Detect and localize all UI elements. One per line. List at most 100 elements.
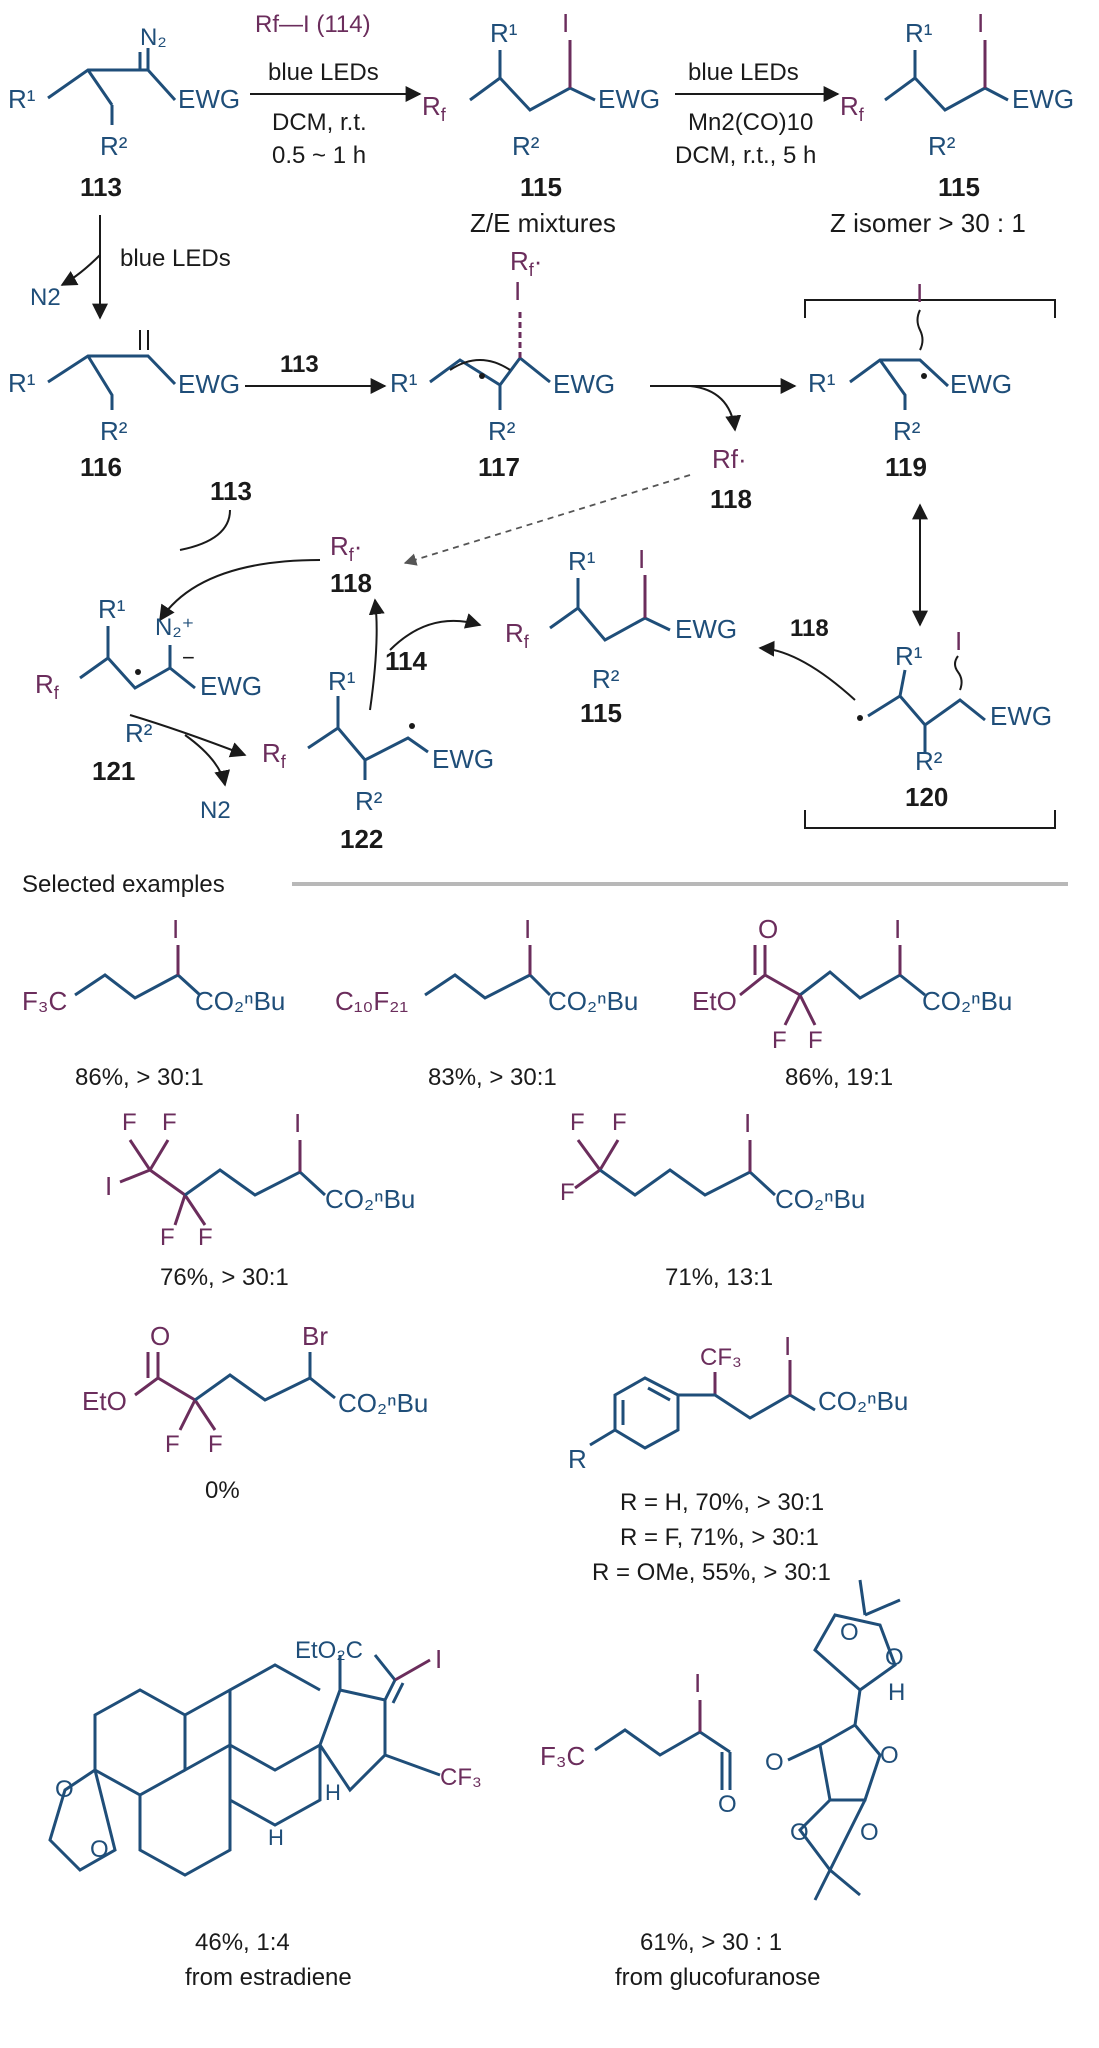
svg-text:CO₂ⁿBu: CO₂ⁿBu xyxy=(775,1184,865,1214)
svg-text:CO₂ⁿBu: CO₂ⁿBu xyxy=(338,1388,428,1418)
svg-text:Rf: Rf xyxy=(35,669,60,703)
svg-text:EWG: EWG xyxy=(553,369,615,399)
example-4: F F I F F I CO₂ⁿBu 76%, > 30:1 xyxy=(105,1108,415,1291)
svg-text:R¹: R¹ xyxy=(8,84,36,114)
compound-122: Rf R¹ EWG R² 122 xyxy=(262,666,494,854)
compound-119: R¹ I EWG R² 119 xyxy=(804,278,1056,482)
svg-text:I: I xyxy=(514,276,521,306)
svg-text:I: I xyxy=(294,1108,301,1138)
svg-text:EWG: EWG xyxy=(178,369,240,399)
compound-115-z: Rf R¹ I EWG R² 115 Z isomer > 30 : 1 xyxy=(830,8,1074,238)
svg-text:I: I xyxy=(955,626,962,656)
svg-text:O: O xyxy=(150,1321,170,1351)
svg-text:CO₂ⁿBu: CO₂ⁿBu xyxy=(195,986,285,1016)
svg-text:Rf·: Rf· xyxy=(510,246,542,280)
example-9-glucofuranose: F₃C I O O O H O O O O 61%, > 30 : 1 from… xyxy=(540,1579,905,1991)
svg-text:R¹: R¹ xyxy=(905,18,933,48)
compound-117: R¹ I Rf· EWG R² 117 xyxy=(390,246,615,482)
svg-text:I: I xyxy=(172,914,179,944)
svg-text:Rf: Rf xyxy=(505,618,530,652)
svg-text:Rf·: Rf· xyxy=(712,444,747,474)
svg-text:F: F xyxy=(160,1224,175,1251)
label-116: 116 xyxy=(80,452,122,482)
svg-text:EtO₂C: EtO₂C xyxy=(295,1637,363,1664)
cond1-line3: 0.5 ~ 1 h xyxy=(272,142,366,169)
svg-text:EWG: EWG xyxy=(950,369,1012,399)
svg-text:R²: R² xyxy=(512,131,540,161)
svg-text:R²: R² xyxy=(125,718,153,748)
result-6: 0% xyxy=(205,1477,240,1504)
svg-text:H: H xyxy=(888,1679,905,1706)
svg-text:R²: R² xyxy=(893,416,921,446)
svg-text:F: F xyxy=(560,1179,575,1206)
svg-text:I: I xyxy=(105,1171,112,1201)
svg-text:O: O xyxy=(880,1742,899,1769)
svg-text:R¹: R¹ xyxy=(390,368,418,398)
arrow-down-blue-leds: N2 blue LEDs xyxy=(30,215,231,320)
svg-text:F: F xyxy=(208,1431,223,1458)
svg-text:H: H xyxy=(325,1780,341,1805)
reagent-rfi: Rf—I (114) xyxy=(255,11,371,38)
examples-heading: Selected examples xyxy=(22,871,225,898)
label-118-b: 118 xyxy=(330,568,372,598)
svg-text:F: F xyxy=(198,1224,213,1251)
label-115b: 115 xyxy=(938,172,980,202)
label-118-a: 118 xyxy=(710,484,752,514)
example-3: EtO O F F I CO₂ⁿBu 86%, 19:1 xyxy=(692,914,1012,1091)
dashed-118-arrow xyxy=(403,474,691,566)
n2-loss-1: N2 xyxy=(30,284,61,311)
svg-text:EWG: EWG xyxy=(200,671,262,701)
svg-text:−: − xyxy=(182,645,195,670)
svg-text:F: F xyxy=(612,1109,627,1136)
source-9: from glucofuranose xyxy=(615,1964,820,1991)
blue-leds-label: blue LEDs xyxy=(120,245,231,272)
svg-text:O: O xyxy=(790,1819,809,1846)
svg-text:O: O xyxy=(840,1619,859,1646)
svg-text:CO₂ⁿBu: CO₂ⁿBu xyxy=(818,1386,908,1416)
result-3: 86%, 19:1 xyxy=(785,1064,893,1091)
label-120: 120 xyxy=(905,782,948,812)
svg-text:R¹: R¹ xyxy=(490,18,518,48)
svg-text:O: O xyxy=(885,1644,904,1671)
label-117: 117 xyxy=(478,452,520,482)
svg-text:F₃C: F₃C xyxy=(22,986,67,1016)
svg-text:R²: R² xyxy=(100,131,128,161)
arrow-step-2: blue LEDs Mn2(CO)10 DCM, r.t., 5 h xyxy=(675,59,840,169)
svg-text:N₂⁺: N₂⁺ xyxy=(155,614,194,641)
label-121: 121 xyxy=(92,756,135,786)
svg-text:I: I xyxy=(784,1331,791,1361)
cond1-line2: DCM, r.t. xyxy=(272,109,367,136)
svg-text:N₂: N₂ xyxy=(140,24,167,51)
svg-text:O: O xyxy=(860,1819,879,1846)
svg-text:F: F xyxy=(772,1027,787,1054)
svg-text:Rf·: Rf· xyxy=(330,531,362,565)
result-9: 61%, > 30 : 1 xyxy=(640,1929,782,1956)
svg-text:I: I xyxy=(744,1108,751,1138)
label-114: 114 xyxy=(385,646,427,676)
svg-text:CF₃: CF₃ xyxy=(440,1764,482,1791)
cycle-arrows: 113 114 xyxy=(129,476,482,787)
cond1-line1: blue LEDs xyxy=(268,59,379,86)
svg-text:F: F xyxy=(122,1109,137,1136)
svg-text:Br: Br xyxy=(302,1321,328,1351)
label-113-c: 113 xyxy=(210,476,252,506)
example-8-estradiene: EtO₂C I CF₃ H H O O 46%, 1:4 from estrad… xyxy=(48,1637,482,1991)
svg-text:F: F xyxy=(165,1431,180,1458)
label-118-c: 118 xyxy=(790,615,829,642)
svg-text:H: H xyxy=(268,1825,284,1850)
note-115a: Z/E mixtures xyxy=(470,208,616,238)
svg-text:EWG: EWG xyxy=(598,84,660,114)
svg-text:CF₃: CF₃ xyxy=(700,1344,742,1371)
svg-text:I: I xyxy=(638,544,645,574)
svg-text:I: I xyxy=(694,1668,701,1698)
result-5: 71%, 13:1 xyxy=(665,1264,773,1291)
svg-text:R¹: R¹ xyxy=(328,666,356,696)
svg-text:I: I xyxy=(894,914,901,944)
svg-text:Rf: Rf xyxy=(262,738,287,772)
label-122: 122 xyxy=(340,824,383,854)
arrow-117-119: Rf· 118 xyxy=(650,378,797,514)
svg-text:R¹: R¹ xyxy=(8,368,36,398)
svg-text:EWG: EWG xyxy=(990,701,1052,731)
svg-text:Rf: Rf xyxy=(422,91,447,125)
